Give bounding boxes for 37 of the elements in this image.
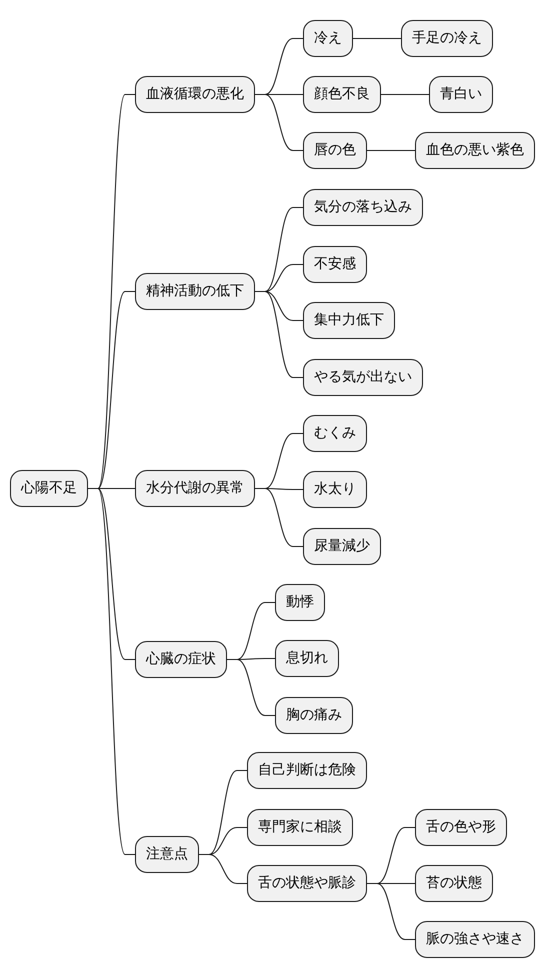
topic-box: 舌の状態や脈診 xyxy=(247,865,367,902)
central-topic-box: 心陽不足 xyxy=(10,470,88,507)
topic-box: 血色の悪い紫色 xyxy=(415,132,535,169)
topic-box: 手足の冷え xyxy=(401,20,493,57)
connector-line xyxy=(254,94,304,151)
connector-line xyxy=(226,659,276,716)
topic-box: 青白い xyxy=(429,76,493,113)
topic-box: 動悸 xyxy=(275,584,325,621)
topic-box: 冷え xyxy=(303,20,353,57)
connector-line xyxy=(254,488,304,547)
topic-box: 尿量減少 xyxy=(303,528,381,565)
topic-box: 胸の痛み xyxy=(275,697,353,734)
topic-box: 血液循環の悪化 xyxy=(135,76,255,113)
topic-box: やる気が出ない xyxy=(303,359,423,396)
topic-box: 精神活動の低下 xyxy=(135,273,255,310)
connector-line xyxy=(366,883,416,940)
topic-box: 自己判断は危険 xyxy=(247,752,367,789)
topic-box: 息切れ xyxy=(275,640,339,677)
topic-box: 専門家に相談 xyxy=(247,809,353,846)
connector-line xyxy=(198,854,248,884)
connector-line xyxy=(352,38,402,39)
topic-box: 注意点 xyxy=(135,836,199,873)
connector-line xyxy=(380,94,430,95)
topic-box: 苔の状態 xyxy=(415,865,493,902)
topic-box: 唇の色 xyxy=(303,132,367,169)
connector-line xyxy=(254,291,304,378)
topic-box: 水太り xyxy=(303,471,367,508)
topic-box: 集中力低下 xyxy=(303,302,395,339)
topic-box: むくみ xyxy=(303,415,367,452)
topic-box: 顔色不良 xyxy=(303,76,381,113)
topic-box: 水分代謝の異常 xyxy=(135,470,255,507)
topic-box: 舌の色や形 xyxy=(415,809,507,846)
topic-box: 不安感 xyxy=(303,246,367,283)
topic-box: 気分の落ち込み xyxy=(303,189,423,226)
topic-box: 心臓の症状 xyxy=(135,641,227,678)
topic-box: 脈の強さや速さ xyxy=(415,921,535,958)
connector-line xyxy=(366,150,416,151)
